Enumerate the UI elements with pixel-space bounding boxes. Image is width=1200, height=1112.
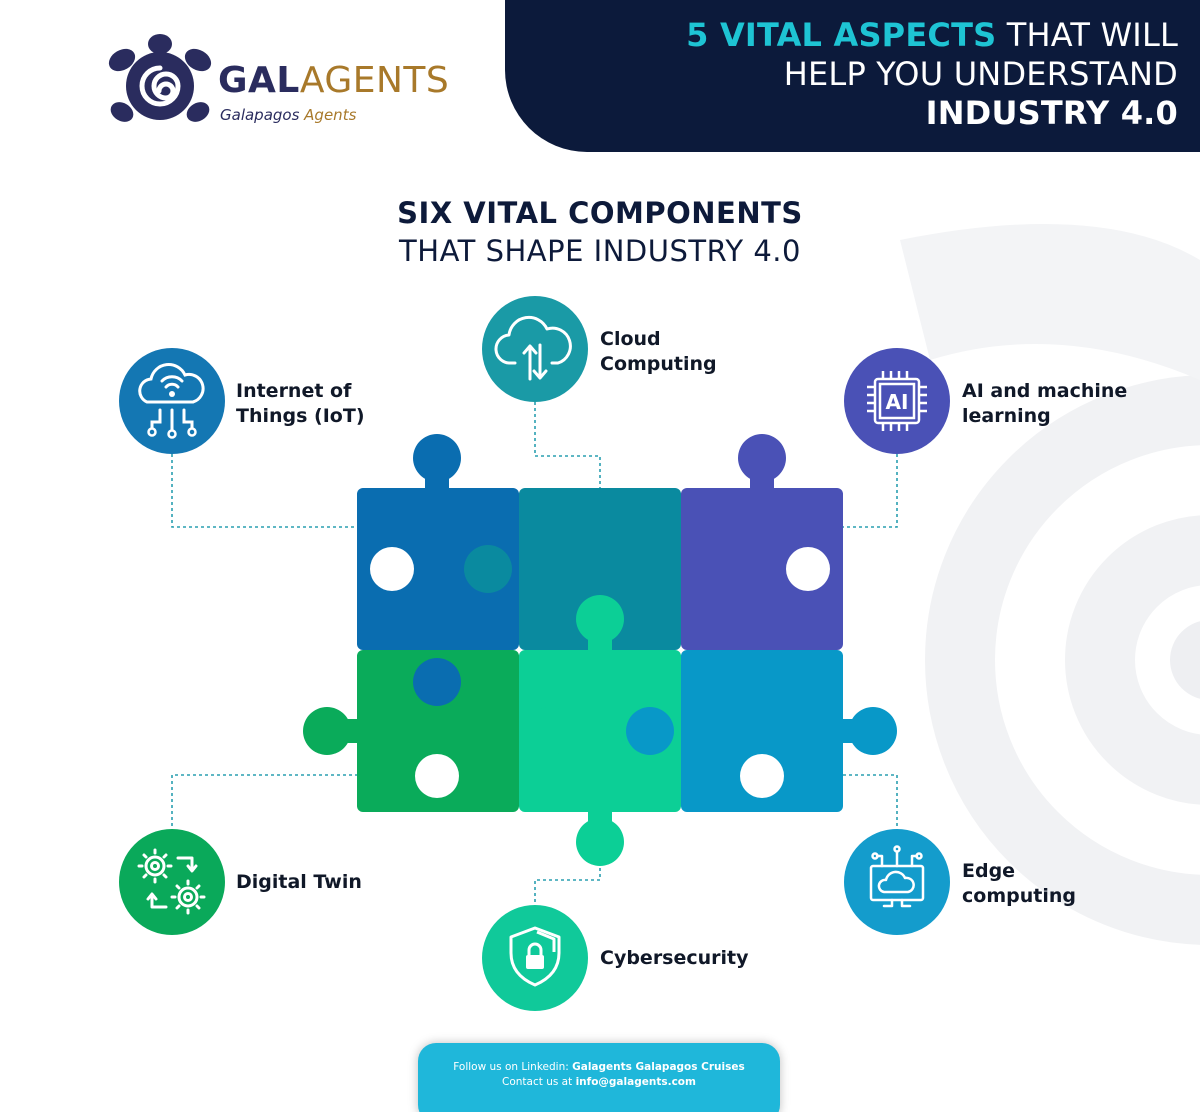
main-heading-line2: THAT SHAPE INDUSTRY 4.0 xyxy=(399,234,801,268)
puzzle-piece-bottom-right xyxy=(626,650,897,812)
footer-email[interactable]: Contact us at info@galagents.com xyxy=(502,1076,696,1088)
turtle-logo-icon xyxy=(108,34,212,122)
connector-edge xyxy=(842,774,898,832)
connector-iot xyxy=(171,454,360,528)
footer-contact-box: Follow us on Linkedin: Galagents Galapag… xyxy=(418,1043,780,1112)
header-title: 5 VITAL ASPECTS THAT WILL HELP YOU UNDER… xyxy=(686,16,1178,133)
puzzle-piece-bottom-middle xyxy=(519,595,681,866)
label-edge-computing: Edge computing xyxy=(962,860,1076,907)
label-cloud-computing: Cloud Computing xyxy=(600,328,717,375)
label-ai-ml: AI and machine learning xyxy=(962,380,1128,427)
main-heading-line1: SIX VITAL COMPONENTS xyxy=(397,196,803,230)
header-title-line2: HELP YOU UNDERSTAND xyxy=(783,55,1178,93)
connector-cybersecurity xyxy=(534,862,601,908)
label-digital-twin: Digital Twin xyxy=(236,871,362,893)
header-title-highlight: 5 VITAL ASPECTS xyxy=(686,16,997,54)
edge-cloud-monitor-icon xyxy=(844,829,950,935)
shield-lock-icon xyxy=(482,905,588,1011)
digital-twin-gears-icon xyxy=(119,829,225,935)
ai-chip-icon: AI xyxy=(844,348,950,454)
header-title-line1: THAT WILL xyxy=(996,16,1178,54)
main-heading: SIX VITAL COMPONENTS THAT SHAPE INDUSTRY… xyxy=(0,196,1200,268)
header-title-line3: INDUSTRY 4.0 xyxy=(925,94,1178,132)
ai-chip-text: AI xyxy=(886,390,909,414)
puzzle-piece-top-left xyxy=(357,434,519,650)
iot-cloud-icon xyxy=(119,348,225,454)
cloud-sync-icon xyxy=(482,296,588,402)
puzzle-piece-bottom-left xyxy=(303,650,519,812)
connector-ai xyxy=(842,454,898,528)
logo-subtitle: Galapagos Agents xyxy=(220,106,357,124)
label-iot: Internet of Things (IoT) xyxy=(236,380,365,427)
connector-digital-twin xyxy=(171,774,360,832)
footer-linkedin[interactable]: Follow us on Linkedin: Galagents Galapag… xyxy=(453,1061,745,1073)
header-banner: 5 VITAL ASPECTS THAT WILL HELP YOU UNDER… xyxy=(505,0,1200,152)
label-cybersecurity: Cybersecurity xyxy=(600,947,749,969)
galagents-logo[interactable]: GALAGENTS Galapagos Agents xyxy=(100,24,449,134)
logo-wordmark: GALAGENTS xyxy=(218,60,450,101)
